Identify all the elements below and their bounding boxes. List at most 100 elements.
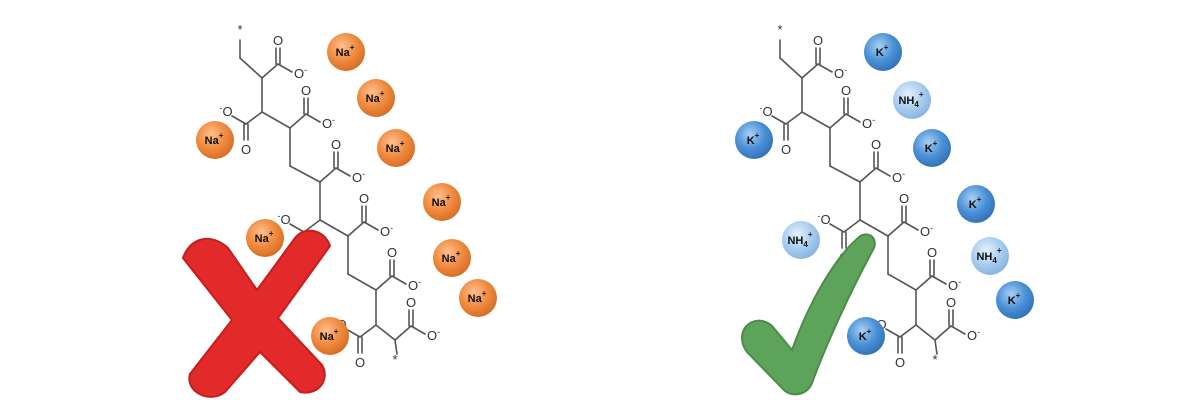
bond-line — [887, 221, 905, 237]
ion-label: K+ — [969, 195, 982, 211]
oxygen-atom-label: O- — [948, 277, 961, 293]
charge-label: - — [902, 169, 905, 179]
ion-symbol: Na — [320, 331, 335, 343]
ion-charge: + — [334, 327, 339, 336]
bond-line — [289, 165, 321, 183]
bond-line — [394, 339, 398, 355]
ion-sphere — [782, 221, 820, 259]
ion-sphere — [893, 81, 931, 119]
ion-nh4: NH4+ — [782, 221, 820, 259]
ion-charge: + — [380, 89, 385, 98]
bond-line — [335, 167, 351, 177]
bond-line — [347, 221, 365, 237]
oxygen-atom-label: O — [241, 142, 251, 157]
ion-label: Na+ — [432, 193, 451, 209]
cross-icon — [181, 229, 332, 398]
ion-symbol: Na — [386, 143, 401, 155]
oxygen-atom-label: O — [273, 33, 283, 48]
bond-line — [345, 328, 361, 338]
ion-na: Na+ — [377, 129, 415, 167]
ion-sphere — [246, 219, 284, 257]
oxygen-symbol: O — [948, 278, 958, 293]
ion-charge: + — [456, 249, 461, 258]
ion-k: K+ — [864, 33, 902, 71]
ion-sphere — [864, 33, 902, 71]
oxygen-symbol: O — [294, 66, 304, 81]
ion-k: K+ — [913, 129, 951, 167]
oxygen-atom-label: O- — [834, 65, 847, 81]
bond-line — [915, 324, 936, 341]
ion-label: NH4+ — [898, 90, 923, 109]
oxygen-atom-label: -O — [277, 211, 290, 227]
ion-charge: + — [400, 139, 405, 148]
end-group-label: * — [932, 352, 937, 367]
bond-line — [934, 339, 938, 355]
bond-line — [289, 223, 305, 233]
ion-charge: + — [808, 230, 813, 239]
oxygen-atom-label: -O — [817, 211, 830, 227]
oxygen-atom-label: O- — [427, 327, 440, 343]
polymer-chain-right: **OO-O-OOO-OO-O-OOO-OO-O-OOO- — [759, 22, 980, 370]
ion-k: K+ — [847, 317, 885, 355]
bond-line — [801, 111, 831, 129]
oxygen-atom-label: O — [899, 191, 909, 206]
bond-line — [319, 167, 337, 183]
bond-line — [931, 275, 947, 285]
oxygen-symbol: O — [834, 66, 844, 81]
bond-line — [829, 223, 845, 233]
oxygen-atom-label: O — [301, 83, 311, 98]
ion-na: Na+ — [423, 183, 461, 221]
oxygen-symbol: O — [322, 116, 332, 131]
oxygen-atom-label: O — [781, 142, 791, 157]
oxygen-symbol: O — [408, 278, 418, 293]
ion-label: K+ — [859, 327, 872, 343]
ion-symbol: K — [747, 135, 755, 147]
bond-line — [394, 325, 412, 341]
end-group-label: * — [777, 22, 782, 37]
ion-symbol: Na — [442, 253, 457, 265]
ion-symbol: K — [925, 143, 933, 155]
ion-symbol: NH — [787, 235, 803, 247]
charge-label: - — [362, 169, 365, 179]
ion-sphere — [377, 129, 415, 167]
oxygen-symbol: O — [352, 170, 362, 185]
ion-label: Na+ — [386, 139, 405, 155]
oxygen-atom-label: O- — [408, 277, 421, 293]
ion-sphere — [847, 317, 885, 355]
oxygen-symbol: O — [280, 212, 290, 227]
ion-sphere — [459, 279, 497, 317]
charge-label: - — [418, 277, 421, 287]
ion-subscript: 4 — [992, 256, 997, 265]
bond-line — [261, 111, 291, 129]
oxygen-atom-label: O- — [862, 115, 875, 131]
bond-line — [289, 113, 307, 129]
ion-label: K+ — [925, 139, 938, 155]
ion-sphere — [971, 237, 1009, 275]
charge-label: - — [759, 103, 762, 113]
bond-line — [875, 167, 891, 177]
ion-label: NH4+ — [787, 230, 812, 249]
ion-charge: + — [1016, 291, 1021, 300]
ion-sphere — [996, 281, 1034, 319]
oxygen-atom-label: O- — [892, 169, 905, 185]
ion-label: Na+ — [320, 327, 339, 343]
oxygen-symbol: O — [820, 212, 830, 227]
ion-nh4: NH4+ — [971, 237, 1009, 275]
bond-line — [391, 275, 407, 285]
left-panel-sodium-polyacrylate: **OO-O-OOO-OO-O-OOO-OO-O-OOO- Na+Na+Na+N… — [181, 22, 497, 398]
ion-subscript: 4 — [914, 100, 919, 109]
oxygen-symbol: O — [222, 104, 232, 119]
charge-label: - — [872, 115, 875, 125]
ion-symbol: K — [1008, 295, 1016, 307]
bond-line — [817, 63, 833, 73]
charge-label: - — [958, 277, 961, 287]
bond-line — [779, 57, 803, 79]
bond-line — [829, 165, 861, 183]
ion-symbol: Na — [255, 233, 270, 245]
oxygen-symbol: O — [427, 328, 437, 343]
bond-line — [231, 115, 247, 125]
ion-na: Na+ — [311, 317, 349, 355]
ion-sphere — [327, 33, 365, 71]
ion-na: Na+ — [433, 239, 471, 277]
oxygen-atom-label: O — [387, 245, 397, 260]
